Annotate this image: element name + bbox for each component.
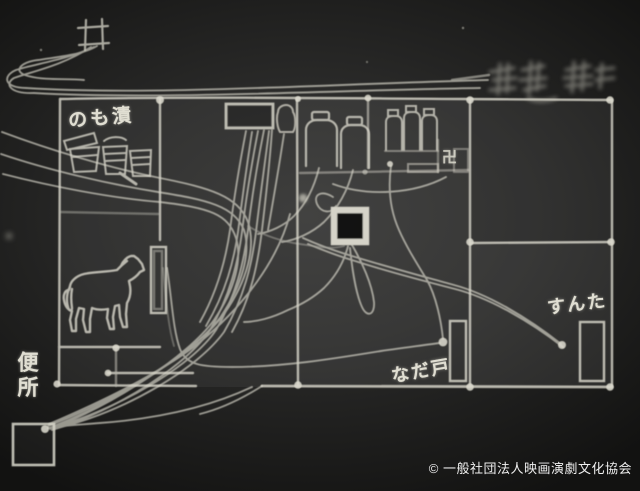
chalk-dust-spot <box>300 195 307 202</box>
erased-text-smudge <box>488 60 616 103</box>
shelf-jars-icon <box>384 105 469 173</box>
chalk-dust-spot <box>6 233 12 239</box>
copyright-watermark: © 一般社団法人映画演劇文化協会 <box>428 461 632 476</box>
manji-mark: 卍 <box>442 149 458 166</box>
low-table-icon <box>224 102 297 133</box>
string-lines <box>0 45 564 431</box>
label-pickles: のも漬 <box>67 105 135 132</box>
manger-icon <box>149 245 168 315</box>
chest-box-icon <box>578 320 606 383</box>
cupboard-icon <box>448 319 468 383</box>
label-toilet: 便所 <box>15 351 38 401</box>
kitchen-jars-icon <box>304 110 371 170</box>
horse-icon <box>62 254 146 334</box>
well-icon <box>76 17 111 52</box>
toilet-box-icon <box>11 422 56 467</box>
hearth-icon <box>330 206 370 246</box>
